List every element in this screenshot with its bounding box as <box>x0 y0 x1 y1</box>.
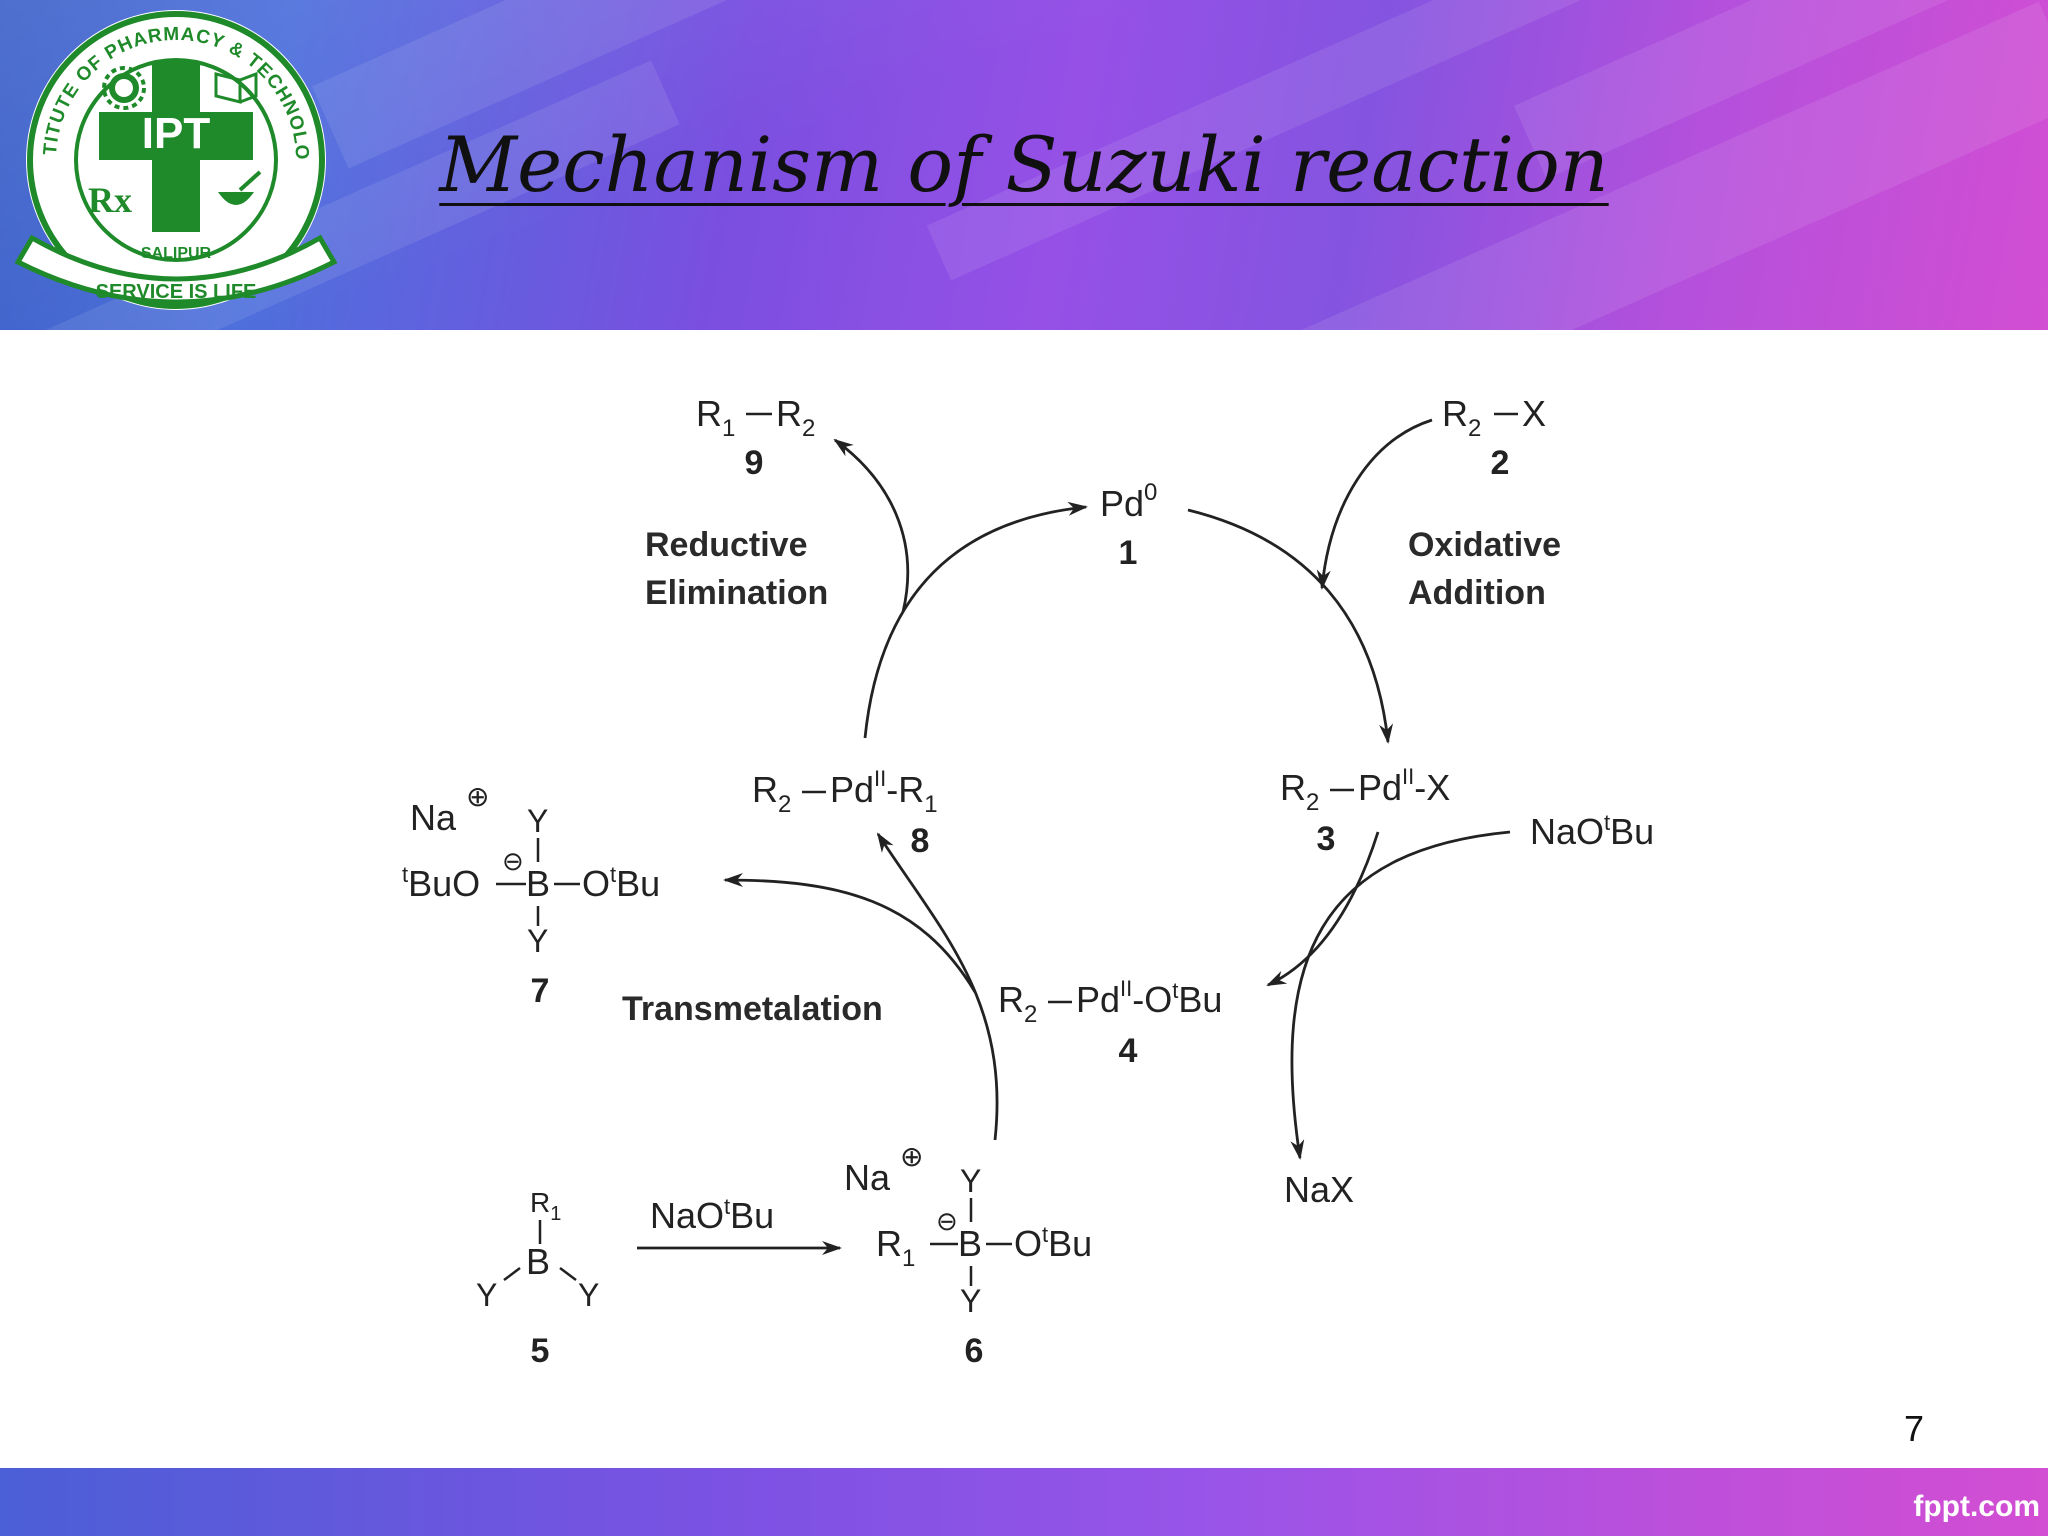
compound-6-b: B <box>958 1223 982 1264</box>
compound-1-number: 1 <box>1119 534 1138 572</box>
logo-rx-text: Rx <box>88 180 132 220</box>
arrow-2-to-cycle <box>1316 418 1433 590</box>
compound-7-otbu: OtBu <box>582 862 660 904</box>
mortar-icon <box>218 170 262 205</box>
compound-2-r: R2 <box>1442 393 1481 442</box>
compound-8-r: R2 <box>752 769 791 818</box>
compound-7-left: tBuO <box>402 862 480 904</box>
compound-7-y-top: Y <box>527 803 548 839</box>
arrow-pd0-to-3 <box>1187 508 1394 744</box>
compound-5-y-left: Y <box>476 1277 497 1313</box>
institute-logo-icon: INSTITUTE OF PHARMACY & TECHNOLOGY IPT R… <box>4 0 338 310</box>
header-banner <box>0 0 2048 330</box>
slide-number: 7 <box>1903 1408 1924 1449</box>
compound-9-r2: R2 <box>776 393 815 442</box>
logo-center-text: IPT <box>142 109 211 158</box>
compound-7-number: 7 <box>531 972 550 1010</box>
logo-banner-text: SERVICE IS LIFE <box>96 281 257 303</box>
compound-2-x: X <box>1522 393 1546 434</box>
compound-8-number: 8 <box>911 822 930 860</box>
compound-6-minus: ⊖ <box>936 1206 958 1236</box>
compound-5-y-right: Y <box>578 1277 599 1313</box>
arrow-6-to-8 <box>876 832 999 1141</box>
reagent-salt: NaX <box>1284 1169 1354 1210</box>
compound-3-pd: PdII-X <box>1358 764 1450 808</box>
arrow-base-to-naX <box>1290 830 1511 1160</box>
reagent-base-right: NaOtBu <box>1530 810 1654 852</box>
compound-6-otbu: OtBu <box>1014 1222 1092 1264</box>
slide-title: Mechanism of Suzuki reaction <box>439 120 1609 209</box>
compound-4-r: R2 <box>998 979 1037 1028</box>
compound-6-plus: ⊕ <box>900 1141 923 1172</box>
compound-3-r: R2 <box>1280 767 1319 816</box>
logo-place-text: SALIPUR <box>141 245 212 262</box>
label-oxidative-1: Oxidative <box>1408 526 1561 564</box>
compound-8-pd: PdII-R1 <box>830 766 938 818</box>
arrow-3-to-4 <box>1266 831 1380 987</box>
arrow-8-to-pd0 <box>863 501 1088 739</box>
compound-4-number: 4 <box>1119 1032 1138 1070</box>
compound-4-pd: PdII-OtBu <box>1076 976 1222 1020</box>
compound-6-r: R1 <box>876 1223 915 1272</box>
compound-9-r1: R1 <box>696 393 735 442</box>
compound-5-r: R1 <box>530 1187 561 1225</box>
gear-icon <box>102 66 146 110</box>
label-transmetalation: Transmetalation <box>622 990 883 1028</box>
arrow-reductive-to-9 <box>833 438 910 613</box>
book-icon <box>214 71 258 104</box>
compound-6-y-bottom: Y <box>960 1283 981 1319</box>
arrow-transmetalation-to-7 <box>723 873 977 993</box>
footer-banner <box>0 1468 2048 1536</box>
compound-7-plus: ⊕ <box>466 781 489 812</box>
compound-2-number: 2 <box>1491 444 1510 482</box>
compound-5-number: 5 <box>531 1332 550 1370</box>
compound-5-b: B <box>526 1241 550 1282</box>
compound-1: Pd0 <box>1100 479 1157 524</box>
compound-6-number: 6 <box>965 1332 984 1370</box>
compound-7-b: B <box>526 863 550 904</box>
compound-6-y-top: Y <box>960 1163 981 1199</box>
compound-7-y-bottom: Y <box>527 923 548 959</box>
compound-7-minus: ⊖ <box>502 846 524 876</box>
reagent-base-bottom: NaOtBu <box>650 1194 774 1236</box>
label-reductive-2: Elimination <box>645 574 828 612</box>
compound-7-na: Na <box>410 797 457 838</box>
label-reductive-1: Reductive <box>645 526 808 564</box>
compound-9-number: 9 <box>745 444 764 482</box>
compound-3-number: 3 <box>1317 820 1336 858</box>
compound-6-na: Na <box>844 1157 891 1198</box>
label-oxidative-2: Addition <box>1408 574 1546 612</box>
brand-watermark: fppt.com <box>1913 1490 2040 1523</box>
